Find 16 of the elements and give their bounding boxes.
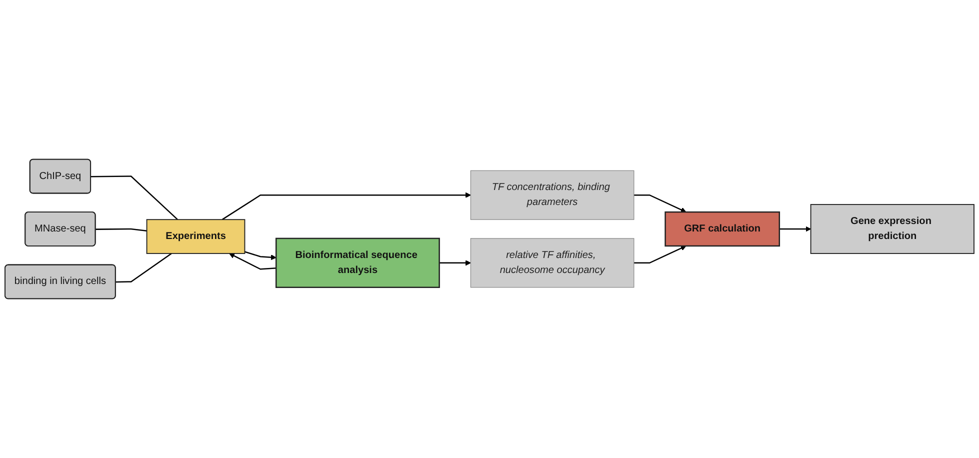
arrow (222, 192, 471, 220)
node-box: TF concentrations, binding parameters (470, 170, 634, 220)
connector (116, 252, 172, 283)
node-box: Experiments (146, 219, 246, 254)
arrow (244, 251, 276, 260)
arrow (634, 194, 686, 212)
node-box: GRF calculation (664, 211, 780, 247)
node-box: Bioinformatical sequence analysis (276, 238, 440, 288)
connector (96, 228, 147, 232)
node-box: relative TF affinities, nucleosome occupancy (470, 238, 634, 288)
arrow (779, 226, 812, 232)
arrow (439, 260, 471, 266)
node-box: Gene expression prediction (810, 204, 974, 254)
connector (90, 176, 178, 220)
arrow (229, 253, 276, 270)
arrow (634, 246, 686, 264)
